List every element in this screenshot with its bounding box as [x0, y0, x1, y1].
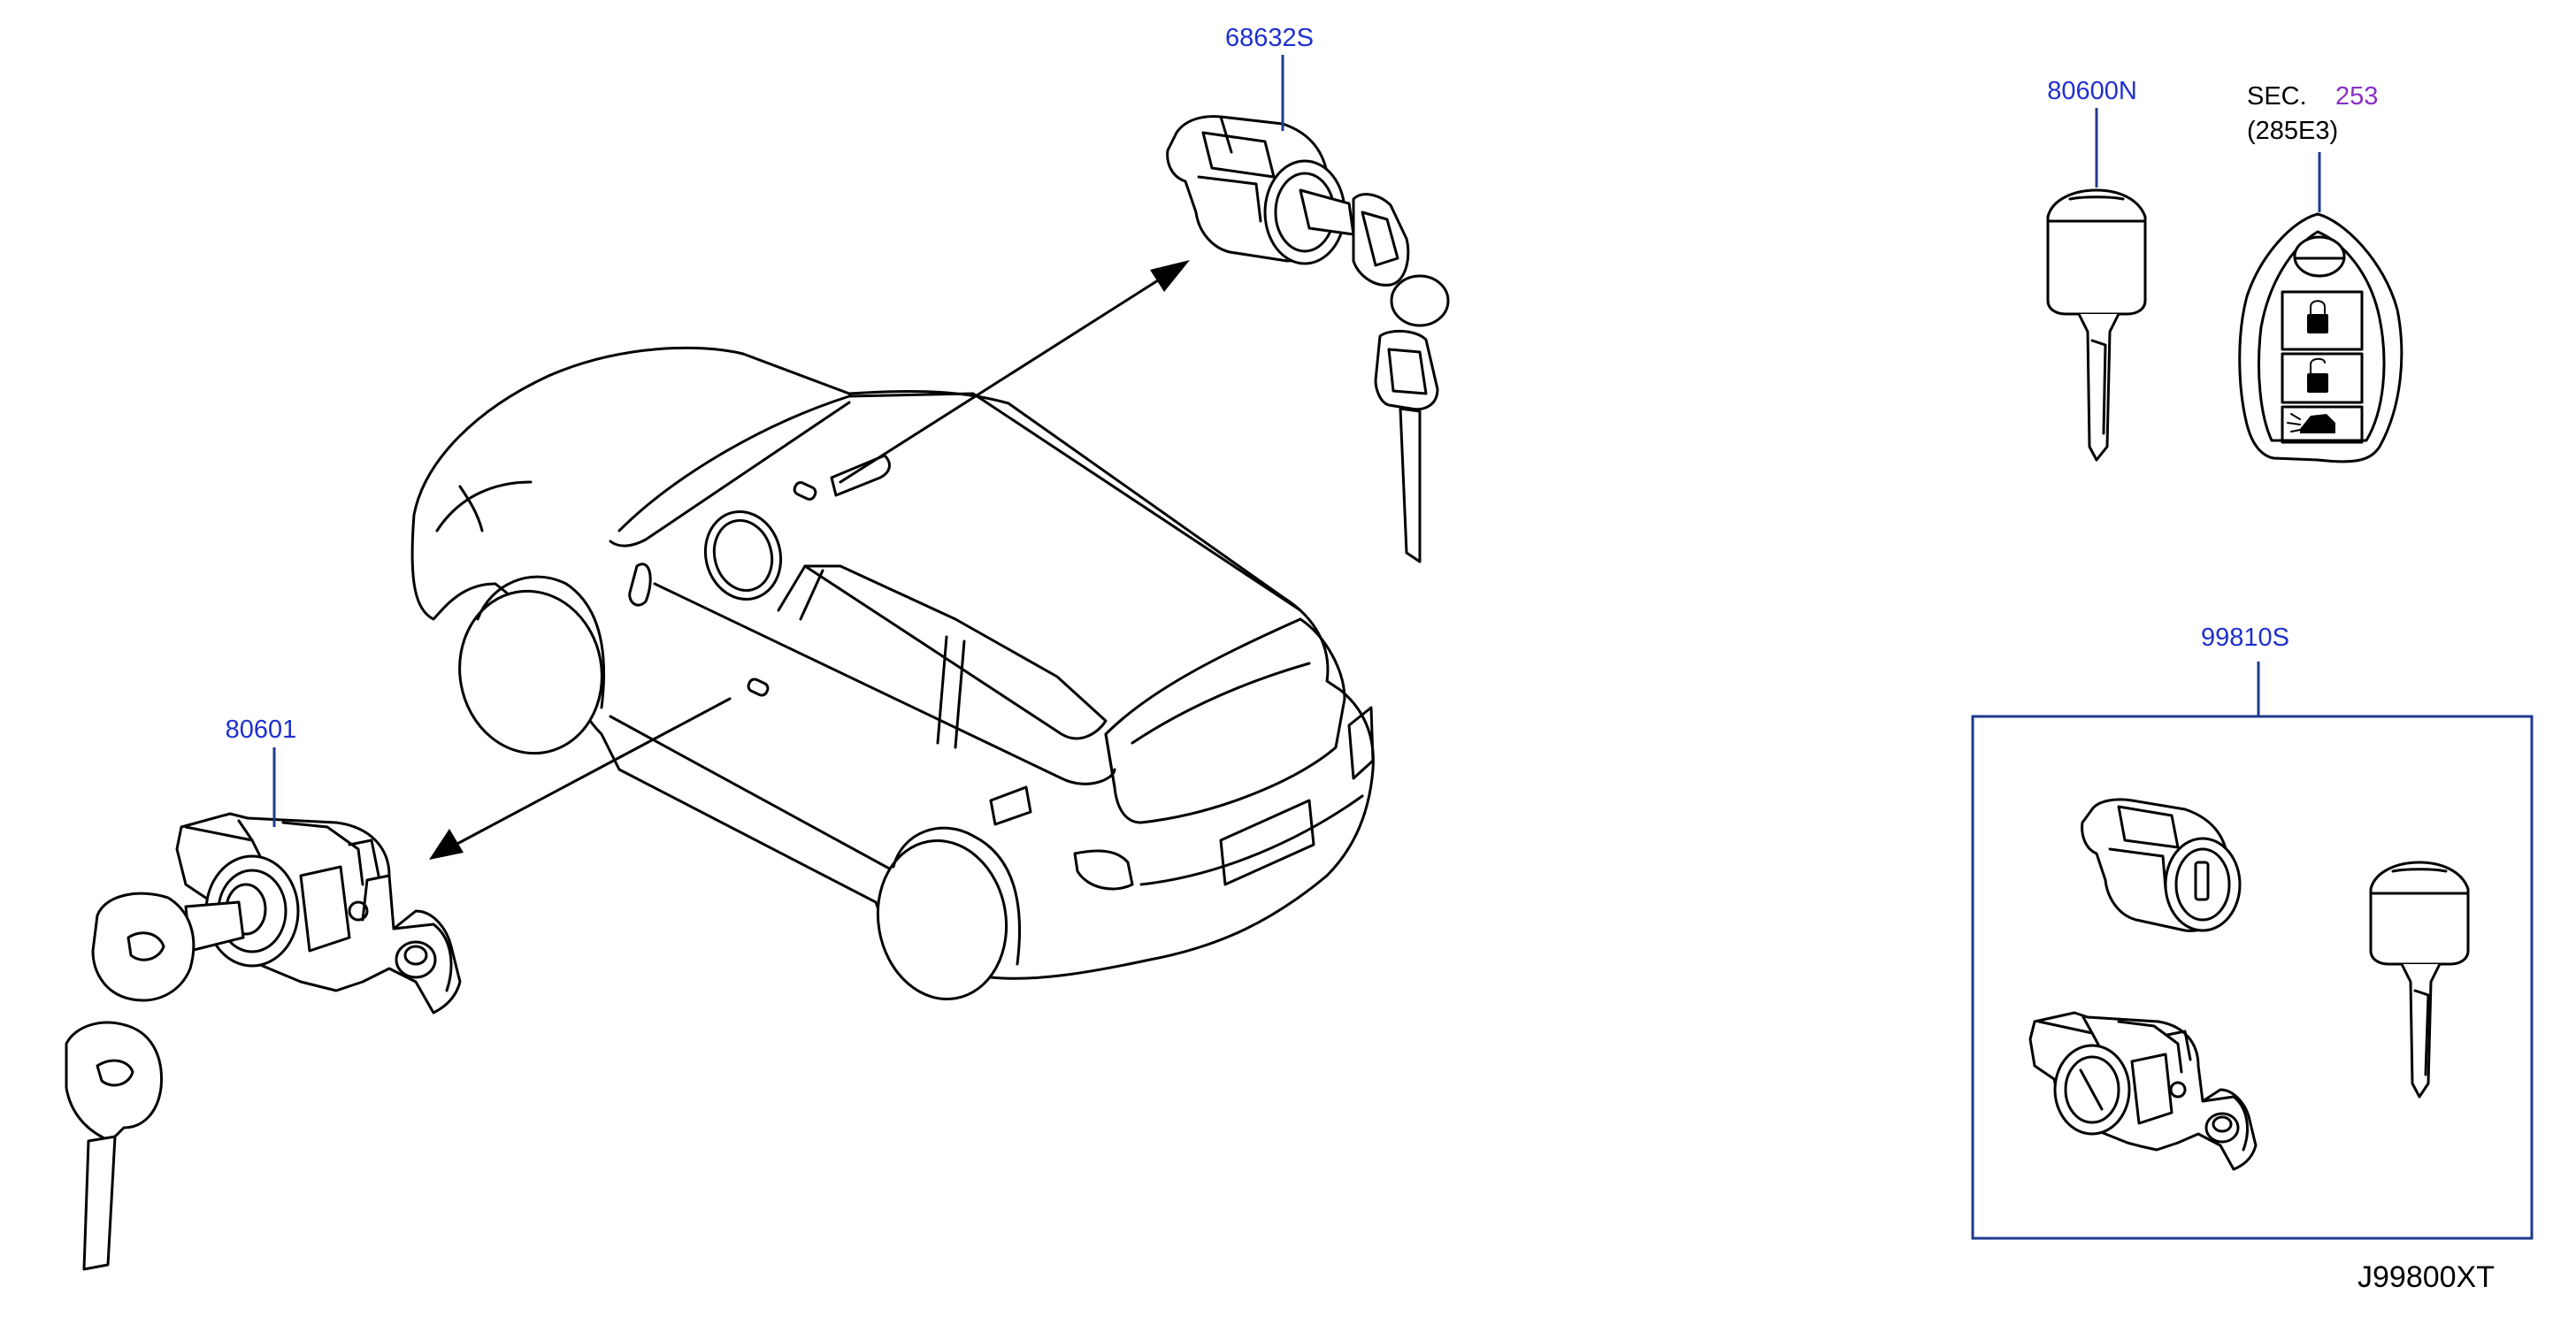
vehicle-outline-drawing	[410, 346, 1375, 1001]
part-number-cylinder-set[interactable]: 68632S	[1225, 24, 1314, 52]
unlock-icon	[2307, 357, 2328, 393]
lock-set-box	[1971, 715, 2534, 1240]
section-ref-sub: (285E3)	[2247, 117, 2338, 145]
padlock-icon	[2307, 300, 2328, 333]
key-icon	[2369, 861, 2470, 1099]
door-lock-assembly-with-keys	[65, 812, 462, 1271]
arrow-to-cylinder-set	[839, 260, 1190, 484]
part-number-door-lock[interactable]: 80601	[226, 716, 297, 744]
diagram-code: J99800XT	[2358, 1260, 2495, 1294]
blank-key-icon	[2046, 188, 2147, 462]
smart-key-fob-icon	[2238, 212, 2404, 463]
part-number-lock-set[interactable]: 99810S	[2201, 624, 2289, 652]
section-ref-number[interactable]: 253	[2335, 82, 2378, 111]
trunk-icon	[2287, 413, 2335, 433]
lock-cylinder-with-keys	[1166, 115, 1450, 563]
lock-cylinder-icon	[2081, 798, 2242, 932]
arrow-to-door-lock	[429, 697, 732, 860]
section-ref-prefix: SEC.	[2247, 82, 2307, 111]
door-lock-assembly-icon	[2028, 1011, 2258, 1171]
part-number-blank-key[interactable]: 80600N	[2047, 77, 2137, 105]
